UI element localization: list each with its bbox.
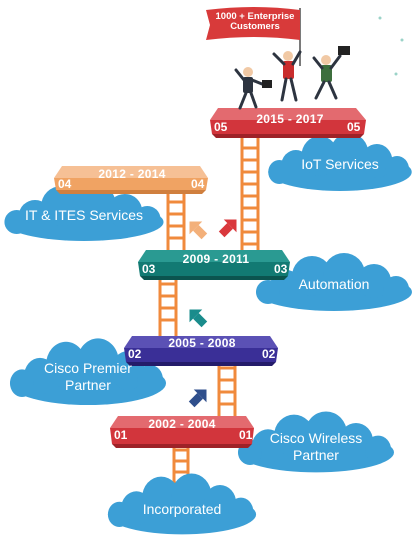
- stage-3-label: Automation: [298, 276, 370, 292]
- stage-2-label-line-1: Cisco Premier: [44, 360, 132, 376]
- platform-5: [210, 108, 366, 138]
- platform-3: [138, 250, 290, 280]
- businessman-right: [312, 46, 350, 100]
- flag-banner: [206, 7, 300, 40]
- ladder-5: [240, 136, 260, 250]
- ladder-2: [217, 358, 237, 416]
- briefcase-icon: [338, 46, 350, 55]
- arrow-to-stage-5: [218, 219, 237, 238]
- stage-4-num-left: 04: [58, 177, 72, 191]
- stage-3-years: 2009 - 2011: [182, 252, 250, 266]
- flag-line-2: Customers: [230, 21, 280, 33]
- arrow-to-stage-4: [189, 221, 208, 240]
- platform-2: [124, 336, 278, 366]
- stage-2-years: 2005 - 2008: [168, 336, 236, 350]
- ladder-4: [166, 190, 186, 250]
- businessman-left: [234, 67, 272, 110]
- stage-1-label-line-2: Partner: [293, 446, 339, 463]
- stage-2-label-line-2: Partner: [65, 376, 111, 393]
- businessmen-icon: [234, 46, 350, 110]
- flag-line-1: 1000 + Enterprise: [215, 11, 295, 22]
- platform-1: [110, 416, 254, 448]
- stage-3-num-right: 03: [274, 262, 288, 276]
- stage-3-num-left: 03: [142, 262, 156, 276]
- stage-2-num-right: 02: [262, 347, 276, 361]
- stage-5-label: IoT Services: [301, 156, 379, 172]
- stage-5-num-left: 05: [214, 120, 228, 134]
- stage-4-label: IT & ITES Services: [25, 207, 143, 223]
- platform-4: [54, 166, 208, 194]
- ladder-3: [158, 274, 178, 336]
- businessman-center: [272, 50, 302, 102]
- arrow-to-stage-2: [188, 389, 207, 408]
- stage-4-years: 2012 - 2014: [98, 167, 166, 181]
- stage-5-years: 2015 - 2017: [256, 112, 324, 126]
- arrows: [188, 219, 237, 408]
- stage-1-label: Cisco Wireless Partner: [246, 430, 386, 464]
- stage-4-num-right: 04: [191, 177, 205, 191]
- flag-text: 1000 + Enterprise Customers: [210, 11, 300, 33]
- stage-5-num-right: 05: [347, 120, 361, 134]
- stage-1-years: 2002 - 2004: [148, 417, 216, 431]
- briefcase-icon: [262, 80, 272, 88]
- arrow-to-stage-3: [189, 309, 208, 328]
- sparkle-dots: [378, 16, 404, 76]
- flag: [206, 7, 301, 66]
- stage-2-num-left: 02: [128, 347, 142, 361]
- stage-1-num-left: 01: [114, 428, 128, 442]
- stage-1-num-right: 01: [239, 428, 253, 442]
- stage-1-label-line-1: Cisco Wireless: [269, 430, 363, 446]
- incorporated-label: Incorporated: [142, 501, 222, 517]
- platforms: [54, 108, 366, 448]
- stage-2-label: Cisco Premier Partner: [18, 360, 158, 394]
